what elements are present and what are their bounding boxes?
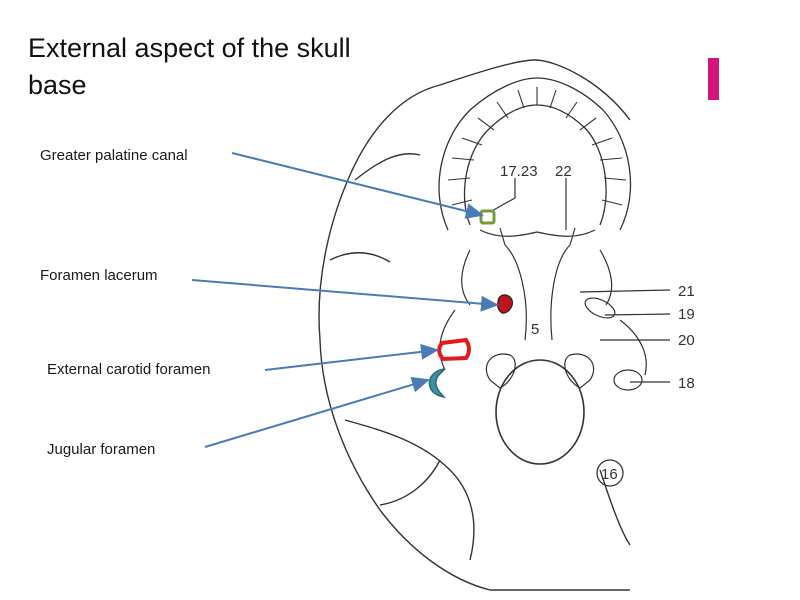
- label-jugular-foramen: Jugular foramen: [47, 441, 156, 458]
- figure-number: 18: [678, 375, 695, 392]
- figure-number: 17.23: [500, 163, 538, 180]
- right-foramen-ring: [584, 297, 616, 319]
- arrow-foramen-lacerum: [191, 279, 499, 312]
- arrow-jugular: [204, 376, 430, 448]
- right-mastoid-ring: [613, 369, 643, 391]
- arrow-greater-palatine: [231, 152, 484, 219]
- occipital-condyle-left: [485, 353, 516, 389]
- figure-number: 5: [531, 321, 539, 338]
- skull-outline: [318, 59, 631, 591]
- label-greater-palatine-canal: Greater palatine canal: [40, 147, 188, 164]
- figure-number: 16: [601, 466, 618, 483]
- figure-number: 22: [555, 163, 572, 180]
- external-carotid-marker: [437, 337, 471, 362]
- label-external-carotid-foramen: External carotid foramen: [47, 361, 211, 378]
- foramen-lacerum-marker: [497, 294, 513, 314]
- palate-structures: [439, 227, 647, 376]
- foramen-magnum: [495, 359, 585, 465]
- occipital-condyle-right: [564, 353, 595, 389]
- figure-number: 21: [678, 283, 695, 300]
- figure-number-circle: [596, 459, 624, 487]
- greater-palatine-marker: [479, 209, 496, 225]
- accent-bar: [708, 58, 719, 100]
- page-title: External aspect of the skull base: [28, 33, 351, 100]
- jugular-marker: [428, 368, 447, 399]
- dental-arch: [438, 77, 632, 231]
- figure-number: 19: [678, 306, 695, 323]
- pointer-arrows: [191, 152, 499, 448]
- label-foramen-lacerum: Foramen lacerum: [40, 267, 158, 284]
- callout-lines: [489, 178, 671, 383]
- arrow-external-carotid: [264, 343, 439, 371]
- figure-number: 20: [678, 332, 695, 349]
